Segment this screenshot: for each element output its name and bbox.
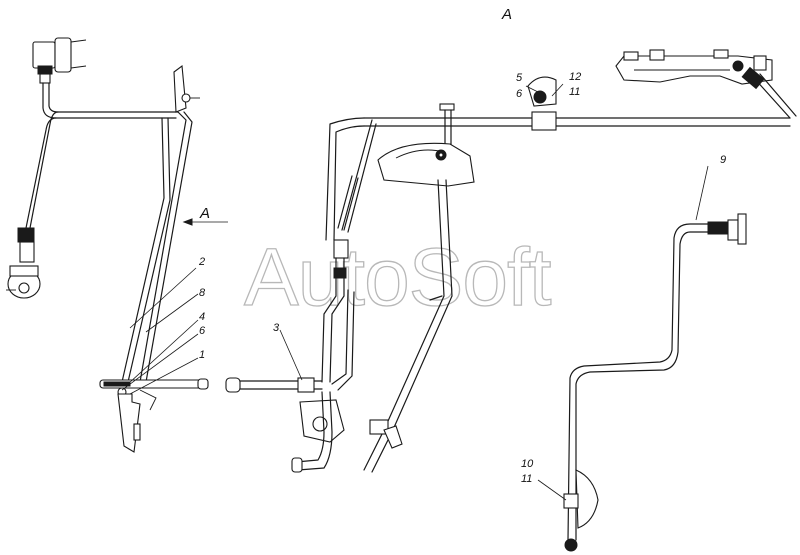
right-assembly [563,213,747,552]
callout-11-bottom: 11 [521,473,532,485]
callout-1: 1 [199,349,205,361]
left-assembly: A [6,37,228,453]
view-label: A [501,6,512,23]
callout-10: 10 [521,458,534,470]
leader-lines [121,165,709,501]
callout-12: 12 [569,71,581,83]
callout-9: 9 [720,154,726,166]
callout-2: 2 [198,256,205,268]
top-right-assembly [615,49,797,119]
middle-bracket [377,142,475,187]
middle-assembly [225,76,791,473]
callout-4: 4 [199,311,205,323]
arrow-label: A [199,205,210,222]
callout-8: 8 [199,287,206,299]
callout-3: 3 [273,322,280,334]
top-left-valve [32,37,87,84]
clamp-top [525,76,564,131]
callout-6-left: 6 [199,325,206,337]
watermark: AutoSoft [244,232,552,323]
callout-5: 5 [516,72,523,84]
lower-left-fitting [6,227,41,299]
callout-11-top: 11 [569,86,580,98]
callout-6-top: 6 [516,88,523,100]
